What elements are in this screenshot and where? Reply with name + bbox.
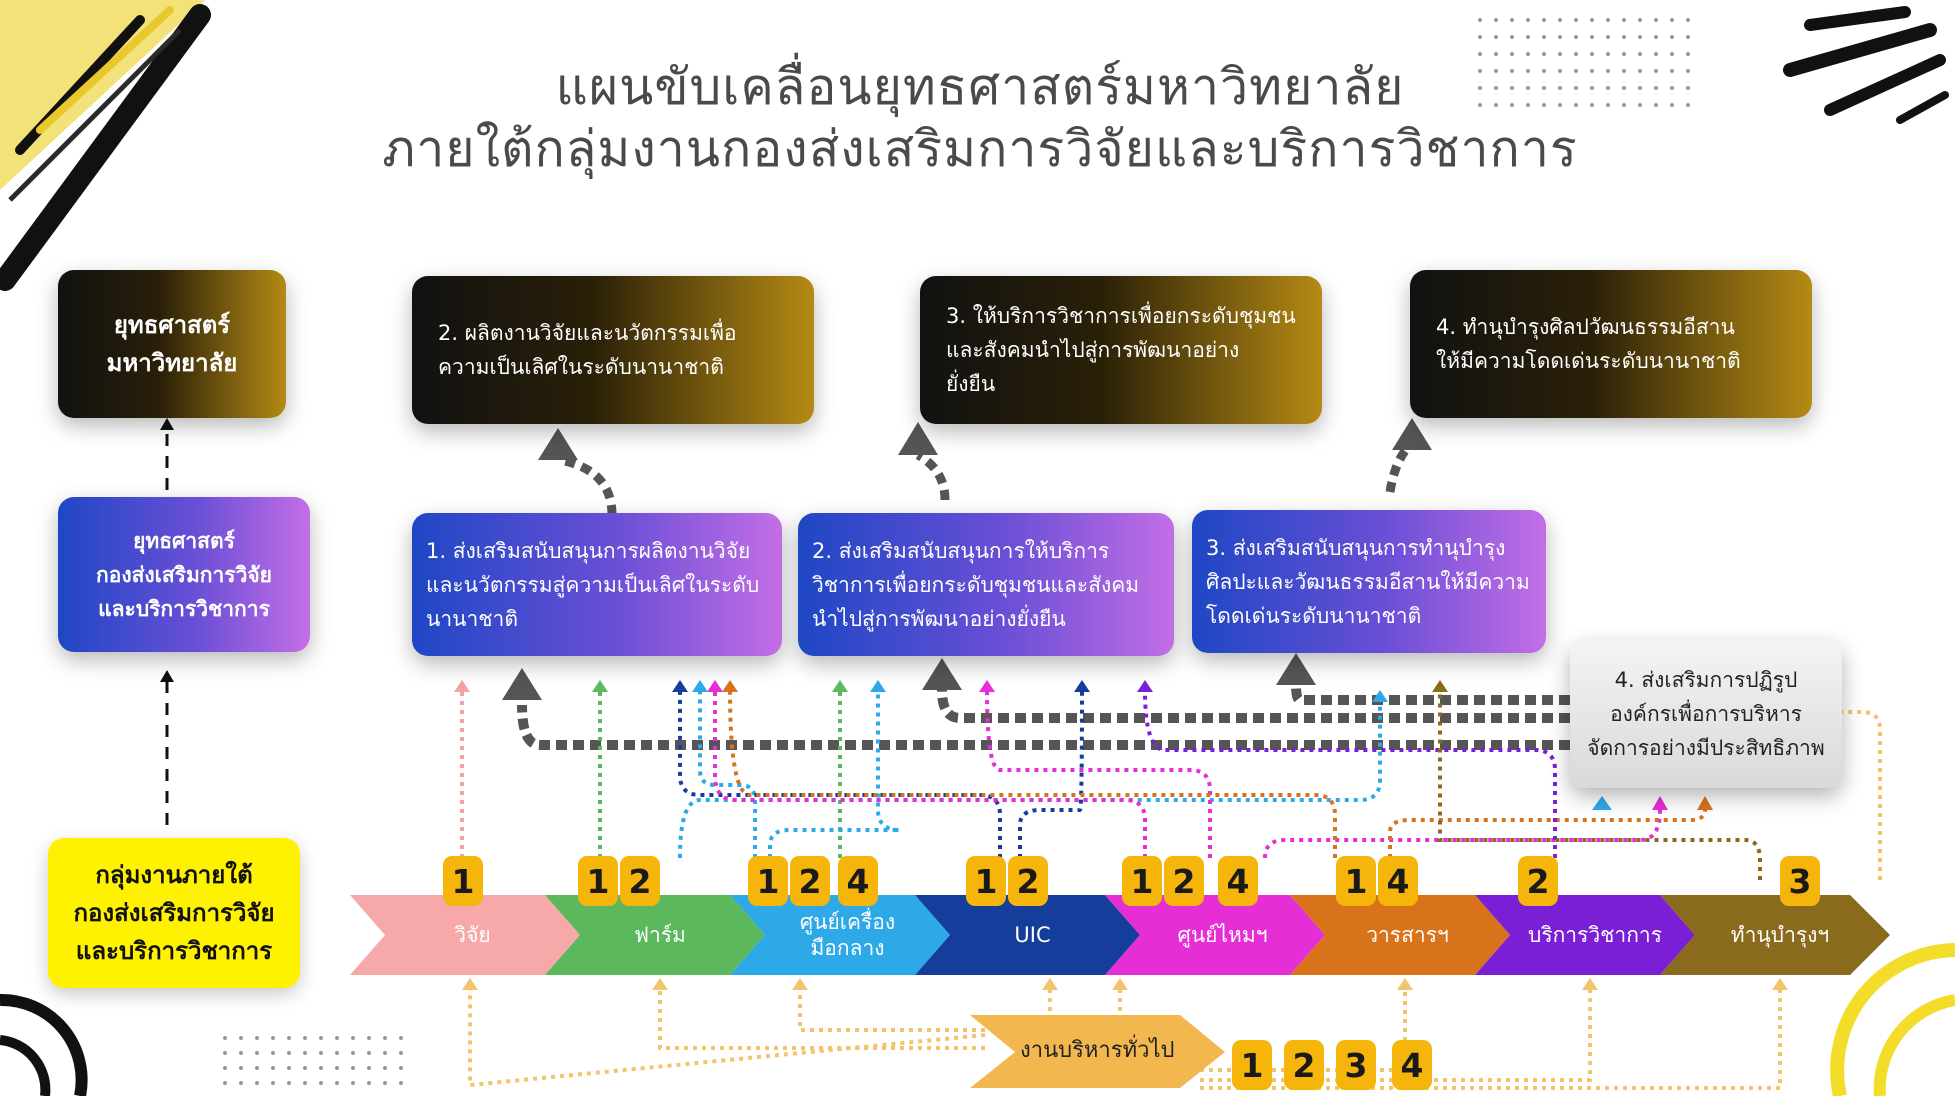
badge-farm-2: 2 — [620, 856, 660, 906]
university-goal-3-label: 3. ให้บริการวิชาการเพื่อยกระดับชุมชน และ… — [946, 304, 1296, 396]
arc-decoration-bottom-left — [0, 993, 88, 1096]
unit-silk-center-text: ศูนย์ไหมฯ — [1177, 923, 1268, 947]
badge-silk-center-2: 2 — [1164, 856, 1204, 906]
dot-grid-bottom — [223, 1036, 403, 1085]
chevron-silk-center — [1105, 895, 1325, 975]
general-admin-heads — [462, 978, 1788, 990]
badge-central-instruments-1: 1 — [748, 856, 788, 906]
division-objective-3: 3. ส่งเสริมสนับสนุนการทำนุบำรุง ศิลปะและ… — [1192, 510, 1546, 653]
university-strategy-box: ยุทธศาสตร์ มหาวิทยาลัย — [58, 270, 286, 418]
dot-grid-top — [1478, 18, 1690, 107]
badge-silk-center-1: 1 — [1122, 856, 1162, 906]
division-objective-1-label: 1. ส่งเสริมสนับสนุนการผลิตงานวิจัย และนว… — [426, 538, 760, 631]
division-objective-2: 2. ส่งเสริมสนับสนุนการให้บริการ วิชาการเ… — [798, 513, 1174, 656]
unit-label-silk-center: ศูนย์ไหมฯ — [1140, 895, 1305, 975]
unit-label-arts-culture: ทำนุบำรุงฯ — [1695, 895, 1865, 975]
objective-to-goal-arrows — [559, 441, 1414, 516]
division-strategy-label: ยุทธศาสตร์ กองส่งเสริมการวิจัย และบริการ… — [96, 528, 272, 621]
university-goal-4: 4. ทำนุบำรุงศิลปวัฒนธรรมอีสาน ให้มีความโ… — [1410, 270, 1812, 418]
unit-label-journal: วารสารฯ — [1325, 895, 1490, 975]
badge-research-1: 1 — [443, 856, 483, 906]
chevron-uic — [915, 895, 1140, 975]
unit-arts-culture-text: ทำนุบำรุงฯ — [1730, 923, 1830, 947]
badge-central-instruments-2: 2 — [790, 856, 830, 906]
university-goal-2-label: 2. ผลิตงานวิจัยและนวัตกรรมเพื่อ ความเป็น… — [438, 321, 737, 379]
badge-journal-4: 4 — [1378, 856, 1418, 906]
chevron-research — [350, 895, 580, 975]
chevron-farm — [545, 895, 765, 975]
unit-connectors — [460, 689, 1882, 880]
division-objective-4-label: 4. ส่งเสริมการปฏิรูป องค์กรเพื่อการบริหา… — [1587, 668, 1825, 760]
brush-decoration-top-right — [1783, 6, 1949, 124]
page-title-line-1: แผนขับเคลื่อนยุทธศาสตร์มหาวิทยาลัย — [555, 58, 1405, 116]
division-objective-3-label: 3. ส่งเสริมสนับสนุนการทำนุบำรุง ศิลปะและ… — [1206, 535, 1530, 628]
chevron-academic-service — [1475, 895, 1695, 975]
university-goal-2: 2. ผลิตงานวิจัยและนวัตกรรมเพื่อ ความเป็น… — [412, 276, 814, 424]
general-admin-connectors — [468, 985, 1782, 1090]
university-goal-3: 3. ให้บริการวิชาการเพื่อยกระดับชุมชน และ… — [920, 276, 1322, 424]
unit-research-text: วิจัย — [454, 923, 491, 947]
unit-chevrons — [350, 895, 1890, 975]
chevron-arts-culture — [1660, 895, 1890, 975]
badge-general-admin-3: 3 — [1336, 1040, 1376, 1090]
chevron-general-admin — [970, 1015, 1225, 1088]
unit-journal-text: วารสารฯ — [1366, 923, 1449, 947]
division-objective-4: 4. ส่งเสริมการปฏิรูป องค์กรเพื่อการบริหา… — [1570, 640, 1842, 788]
badge-farm-1: 1 — [578, 856, 618, 906]
unit-academic-service-text: บริการวิชาการ — [1527, 923, 1663, 947]
chevron-central-instruments — [730, 895, 950, 975]
unit-label-academic-service: บริการวิชาการ — [1510, 895, 1680, 975]
unit-label-farm: ฟาร์ม — [580, 895, 740, 975]
brush-decoration-top-left — [0, 0, 211, 291]
badge-general-admin-1: 1 — [1232, 1040, 1272, 1090]
badge-general-admin-2: 2 — [1284, 1040, 1324, 1090]
unit-label-research: วิจัย — [390, 895, 555, 975]
unit-farm-text: ฟาร์ม — [634, 923, 686, 947]
page-title-line-2: ภายใต้กลุ่มงานกองส่งเสริมการวิจัยและบริก… — [382, 120, 1578, 178]
work-groups-box: กลุ่มงานภายใต้ กองส่งเสริมการวิจัย และบร… — [48, 838, 300, 988]
unit-label-uic: UIC — [950, 895, 1115, 975]
badge-silk-center-4: 4 — [1218, 856, 1258, 906]
general-admin-label: งานบริหารทั่วไป — [1020, 1038, 1175, 1063]
unit-uic-text: UIC — [1014, 923, 1051, 947]
work-groups-label: กลุ่มงานภายใต้ กองส่งเสริมการวิจัย และบร… — [73, 861, 275, 965]
division-strategy-box: ยุทธศาสตร์ กองส่งเสริมการวิจัย และบริการ… — [58, 497, 310, 652]
objective-4-arrows — [517, 684, 1570, 750]
division-objective-2-label: 2. ส่งเสริมสนับสนุนการให้บริการ วิชาการเ… — [812, 538, 1140, 631]
badge-journal-1: 1 — [1336, 856, 1376, 906]
arc-decoration-bottom-right — [1830, 943, 1955, 1096]
university-strategy-label: ยุทธศาสตร์ มหาวิทยาลัย — [106, 311, 238, 377]
university-goal-4-label: 4. ทำนุบำรุงศิลปวัฒนธรรมอีสาน ให้มีความโ… — [1436, 315, 1741, 373]
badge-central-instruments-4: 4 — [838, 856, 878, 906]
badge-uic-1: 1 — [966, 856, 1006, 906]
chevron-journal — [1290, 895, 1510, 975]
badge-arts-culture-3: 3 — [1780, 856, 1820, 906]
division-objective-1: 1. ส่งเสริมสนับสนุนการผลิตงานวิจัย และนว… — [412, 513, 782, 656]
unit-central-instruments-text: ศูนย์เครื่อง มือกลาง — [799, 910, 896, 960]
badge-general-admin-4: 4 — [1392, 1040, 1432, 1090]
badge-uic-2: 2 — [1008, 856, 1048, 906]
unit-label-central-instruments: ศูนย์เครื่อง มือกลาง — [765, 895, 930, 975]
badge-academic-service-2: 2 — [1518, 856, 1558, 906]
